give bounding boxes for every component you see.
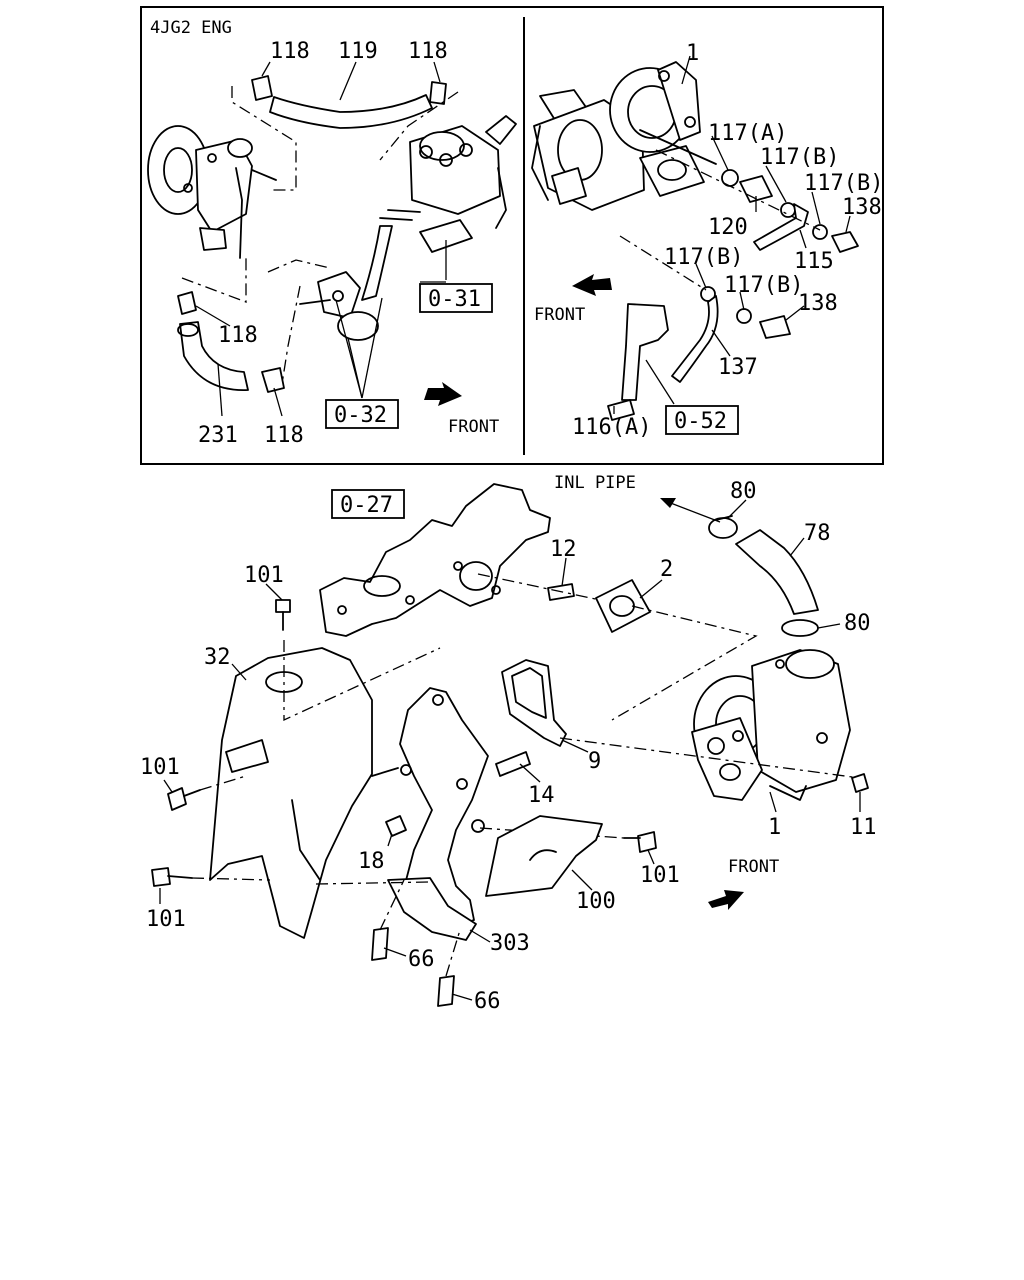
nut-18 [385,815,407,837]
flange-0-52 [621,303,669,401]
label-32: 32 [204,645,231,670]
stud-14 [495,751,531,777]
front-arrow-left-inset [424,382,462,406]
label-119: 119 [338,39,378,64]
label-118-top-left: 118 [270,39,310,64]
main-leaders [159,499,861,1001]
label-11: 11 [850,815,877,840]
label-138-bottom: 138 [798,291,838,316]
gasket-9 [501,659,567,747]
front-arrow-main [708,890,744,910]
label-66-b: 66 [474,989,501,1014]
gasket-2 [595,579,651,633]
hose-231 [177,258,285,393]
bolt-101-top [275,599,291,613]
clamp-118-b [429,81,447,105]
label-118-top-right: 118 [408,39,448,64]
ref-0-27: 0-27 [340,493,393,518]
bolt-101-left [167,787,187,811]
label-80-top: 80 [730,479,757,504]
label-100: 100 [576,889,616,914]
label-117b-3: 117(B) [664,245,743,270]
label-14: 14 [528,783,555,808]
label-231: 231 [198,423,238,448]
banjo-115 [753,203,809,251]
inl-pipe-label: INL PIPE [554,473,636,493]
label-101-top: 101 [244,563,284,588]
inset-right-leaders [613,55,851,414]
bolt-116a [607,399,635,421]
label-78: 78 [804,521,831,546]
clamp-80-bottom [781,619,819,637]
inset-left-leaders [195,61,447,417]
water-outlet-assembly [299,115,517,341]
front-arrow-right-inset [572,274,612,296]
ref-box-0-27 [331,489,405,519]
heat-shield-32 [209,647,373,939]
label-117a: 117(A) [708,121,787,146]
stud-66-a [371,927,389,961]
label-118-mid: 118 [218,323,258,348]
ref-0-32: 0-32 [334,403,387,428]
label-1-main: 1 [768,815,781,840]
inset-left: 4JG2 ENG [147,18,517,448]
clamp-118-a [251,75,273,101]
exhaust-manifold [319,483,551,637]
label-1-inset: 1 [686,41,699,66]
label-12: 12 [550,537,577,562]
ref-box-0-31 [419,283,493,313]
bracket-303 [387,877,477,941]
label-116a: 116(A) [572,415,651,440]
main-assembly: 0-27 INL PIPE 80 78 80 12 2 101 32 9 14 … [140,473,877,1014]
label-18: 18 [358,849,385,874]
label-120: 120 [708,215,748,240]
turbo-inset [531,61,717,211]
label-138-top: 138 [842,195,882,220]
ref-0-52: 0-52 [674,409,727,434]
ref-0-31: 0-31 [428,287,481,312]
label-118-bottom: 118 [264,423,304,448]
hose-78 [735,529,819,615]
label-101-bottom-left: 101 [146,907,186,932]
nut-11 [851,773,869,793]
front-label-main: FRONT [728,857,779,877]
bolt-138-top [831,231,859,253]
engine-title: 4JG2 ENG [150,18,232,38]
washer-117b-4 [736,308,752,324]
turbocharger-1 [691,649,851,801]
bolt-101-right [637,831,657,853]
label-101-right: 101 [640,863,680,888]
label-80-bottom: 80 [844,611,871,636]
washer-117b-1 [780,202,796,218]
inl-pipe-arrow [667,501,721,523]
hose-119 [269,94,433,129]
label-9: 9 [588,749,601,774]
label-303: 303 [490,931,530,956]
label-117b-4: 117(B) [724,273,803,298]
bracket [399,687,489,931]
stud-66-b [437,975,455,1007]
label-117b-1: 117(B) [760,145,839,170]
inset-frame [140,6,884,465]
label-101-left: 101 [140,755,180,780]
ref-box-0-32 [325,399,399,429]
front-label-right-inset: FRONT [534,305,585,325]
label-137: 137 [718,355,758,380]
pipe-137 [671,295,719,383]
inset-right: 1 117(A) 117(B) 117(B) 138 120 115 117(B… [531,41,883,440]
turbo-small [147,125,277,259]
cover-100 [485,815,603,897]
label-2: 2 [660,557,673,582]
label-115: 115 [794,249,834,274]
label-117b-2: 117(B) [804,171,883,196]
clamp-80-top [708,517,738,539]
bolt-101-bottom-left [151,867,171,887]
ref-box-0-52 [665,405,739,435]
label-66-a: 66 [408,947,435,972]
front-label-left-inset: FRONT [448,417,499,437]
bolt-138-bottom [759,315,791,339]
